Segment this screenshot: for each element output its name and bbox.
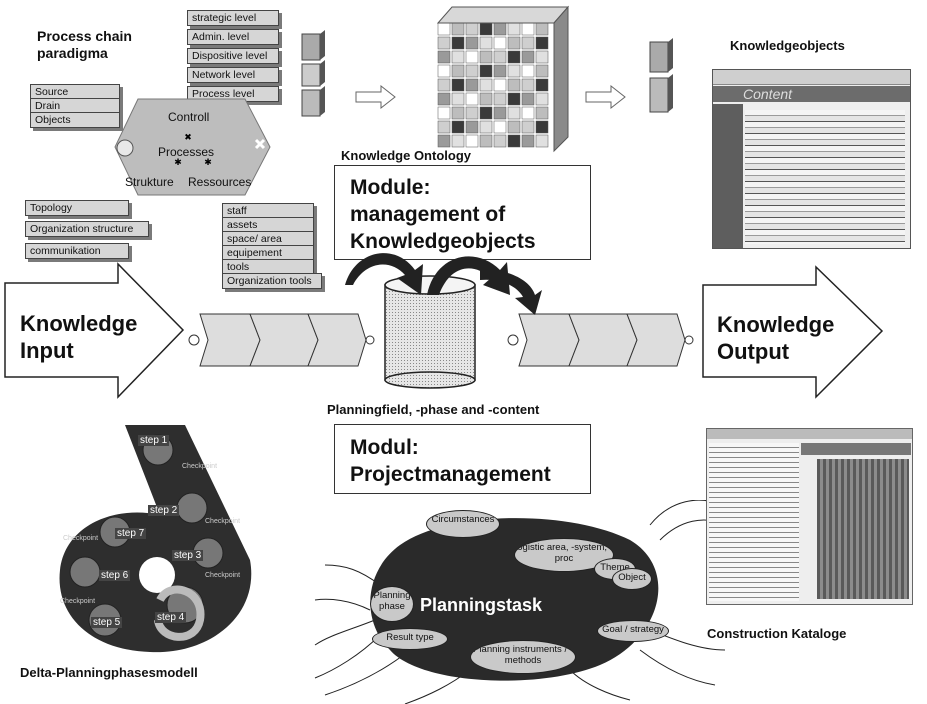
delta-step-2: step 2 <box>148 505 180 516</box>
ontology-cube <box>436 5 570 153</box>
process-chain-left <box>188 313 375 367</box>
input-tag: Source <box>30 84 120 100</box>
construction-screenshot <box>706 428 913 605</box>
structure-tag: communikation <box>25 243 129 259</box>
knowledge-input-arrow <box>4 262 185 399</box>
delta-step-6: step 6 <box>99 570 131 581</box>
arrow-right-outline <box>585 85 626 109</box>
process-chain-right <box>507 313 694 367</box>
delta-step-1: step 1 <box>138 435 170 446</box>
module-management-line3: Knowledgeobjects <box>350 230 536 253</box>
input-tag: Drain <box>30 98 120 114</box>
structure-tag: Topology <box>25 200 129 216</box>
delta-step-3: step 3 <box>172 550 204 561</box>
knowledge-input-line1: Knowledge <box>20 311 138 336</box>
knowledge-output-arrow <box>702 265 884 399</box>
module-project-line1: Modul: <box>350 436 419 459</box>
delta-step-7: step 7 <box>115 528 147 539</box>
hex-structure-label: Strukture <box>125 175 174 189</box>
level-tag: Admin. level <box>187 29 279 45</box>
knowledge-input-line2: Input <box>20 338 74 363</box>
delta-model-diagram <box>59 425 252 653</box>
small-cube-stack-right <box>649 38 673 113</box>
knowledge-output-line1: Knowledge <box>717 312 835 337</box>
knowledgeobjects-screenshot: Content <box>712 69 911 249</box>
level-tag: Dispositive level <box>187 48 279 64</box>
bubble-planning-instruments: Planning instruments / -methods <box>470 640 576 674</box>
module-management-line2: management of <box>350 203 506 226</box>
checkpoint-label: Checkpoint <box>182 463 218 470</box>
bubble-goal-strategy: Goal / strategy <box>597 620 669 642</box>
module-management-line1: Module: <box>350 176 431 199</box>
checkpoint-label: Checkpoint <box>205 518 241 525</box>
bubble-circumstances: Circumstances <box>426 510 500 538</box>
checkpoint-label: Checkpoint <box>205 572 241 579</box>
arrow-right-outline <box>355 85 396 109</box>
hex-control-label: Controll <box>168 110 210 124</box>
resource-tag: Organization tools <box>222 273 322 289</box>
input-tag: Objects <box>30 112 120 128</box>
planning-field-label: Planningfield, -phase and -content <box>327 402 540 417</box>
bubble-result-type: Result type <box>372 628 448 650</box>
delta-step-5: step 5 <box>91 617 123 628</box>
screenshot-header: Content <box>743 86 793 102</box>
svg-text:✱: ✱ <box>174 157 182 167</box>
ontology-label: Knowledge Ontology <box>341 148 471 163</box>
svg-text:✖: ✖ <box>184 132 192 142</box>
module-project-line2: Projectmanagement <box>350 463 551 486</box>
hex-processes-label: Processes <box>158 145 215 159</box>
delta-model-label: Delta-Planningphasesmodell <box>20 665 198 680</box>
small-cube-stack-left <box>301 30 325 117</box>
hex-resources-label: Ressources <box>188 175 252 189</box>
knowledgeobjects-label: Knowledgeobjects <box>730 38 845 53</box>
resource-tag: assets <box>222 217 314 233</box>
module-project-box: Modul: Projectmanagement <box>334 424 591 494</box>
process-chain-title: Process chain paradigma <box>37 28 132 61</box>
database-cylinder-icon <box>345 253 542 389</box>
level-tag: Network level <box>187 67 279 83</box>
bubble-planning-phase: Planning phase <box>370 586 414 622</box>
checkpoint-label: Checkpoint <box>60 598 96 605</box>
level-tag: strategic level <box>187 10 279 26</box>
module-management-box: Module: management of Knowledgeobjects <box>334 165 591 260</box>
delta-step-4: step 4 <box>155 612 187 623</box>
knowledge-output-line2: Output <box>717 339 790 364</box>
planningstask-center: Planningstask <box>420 595 543 615</box>
process-hexagon: ✖ ✱ ✱ <box>114 98 271 196</box>
svg-text:✱: ✱ <box>204 157 212 167</box>
structure-tag: Organization structure <box>25 221 149 237</box>
construction-label: Construction Kataloge <box>707 626 847 641</box>
bubble-object: Object <box>612 568 652 590</box>
checkpoint-label: Checkpoint <box>63 535 99 542</box>
